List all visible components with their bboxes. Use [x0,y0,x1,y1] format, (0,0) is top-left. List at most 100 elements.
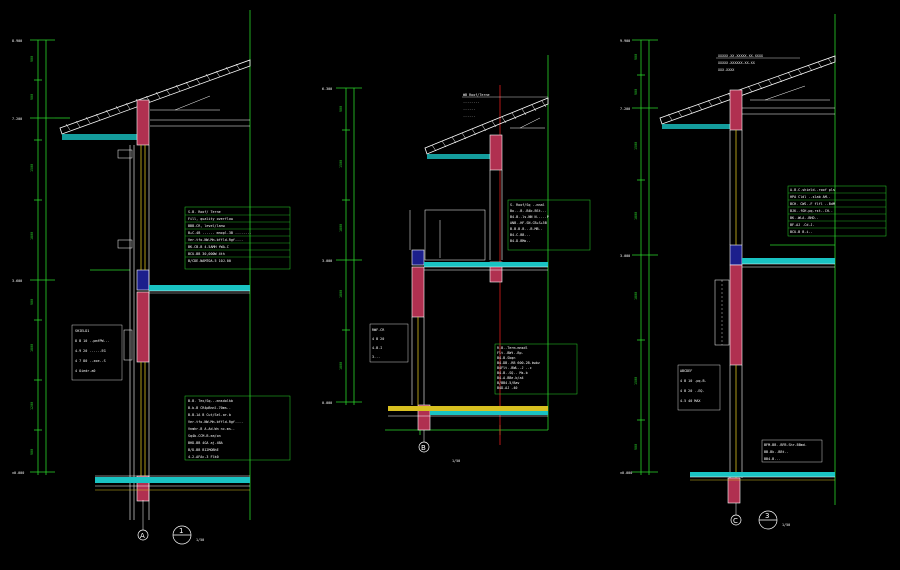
note-line: XXX.XXXX [718,68,735,72]
note-line: BBB-CR, level/lanw [188,224,226,228]
elevation-label: 0.000 [322,401,332,405]
dimension-values-1: 900 900 1500 1800 900 1800 1200 900 [30,56,34,455]
note-line: B4-B.Sbqn [497,356,515,360]
dimension-chain-3 [632,14,836,505]
note-line: B4Flt..BWL..J ..c [497,366,532,370]
note-line: BF-AJ .Cd.J. [790,223,815,227]
note-line: BJK..fGH-pq-rst-.CH.. [790,209,833,213]
detail-tag-label: 3 [765,512,769,520]
scale-label: 1/50 [452,459,460,463]
note-line: Ver-tfo-NW-Mn-bffld-Rgf-... [188,238,243,242]
detail-tag-label: 1 [179,527,183,535]
note-line: BCH. CWS..F flfl ..BdM [790,202,835,206]
svg-text:1500: 1500 [30,164,34,172]
note-line: B4-A.BBe.b/a4 [497,376,524,380]
note-line: RWF-CR [372,328,385,332]
note-line: S.B. Roof/ Terne [188,210,221,214]
grid-bubble-label: A [140,532,145,540]
roof-slab-1 [59,59,251,140]
note-line: ANB..HF-SN-CB+S+5B [510,221,547,225]
note-block-3d: BFM-BB..BFB-Shr-BBmd. BB.Bk..BBt.. BB4-B… [761,439,823,463]
svg-text:900: 900 [634,444,638,450]
note-line: B/BB4.5/Bav [497,381,519,385]
note-line: BB4-B... [764,457,780,461]
elevation-label: 7.200 [12,117,22,121]
note-line: B-B-1A B Cut/Sel.ar.b [188,413,231,417]
note-line: BCU-BB 30,000W 4th [188,252,225,256]
note-line: 4.B.I [372,346,382,350]
svg-text:1800: 1800 [30,344,34,352]
svg-text:900: 900 [634,54,638,60]
note-line: BK..WLA..BHD.. [790,216,819,220]
note-block-1a: S.B. Roof/ Terne Fill, quality overflow … [184,206,291,270]
note-line: B/CDE-NAMTOA-5 10J.00 [188,259,231,263]
elevation-marks-1: 8.900 7.200 3.600 ±0.000 [12,39,24,475]
note-line: B+C-4B ...... mnopl-3B ........ [188,231,251,235]
elevation-label: 3.000 [620,254,630,258]
note-block-3b: A.B.C.shield..roof pls HPA Cldl ..slab A… [787,185,887,237]
note-line: XXXXX.XXXXXX.XX.XX [718,61,756,65]
exterior-wall-3 [714,89,743,504]
note-line: HPA Cldl ..slab AM.. [790,195,831,199]
note-line: BFM-BB..BFB-Shr-BBmd. [764,443,807,447]
exterior-wall-2 [409,134,503,431]
elevation-marks-2: 6.300 3.000 0.000 [322,87,332,405]
note-line: B/D-BB B12MOBhE [188,448,219,452]
elevation-label: ±0.000 [12,471,24,475]
svg-text:900: 900 [30,299,34,305]
floor-slab-3 [690,258,835,481]
note-line: B.B. Tex/Sq...mnsdolkb [188,399,233,403]
note-line: B4D-AJ -40 [497,386,517,390]
note-line: BK-CB-B 4.5AMH fWA-C [188,245,229,249]
note-line: 4 7 80 ..zoe..S [75,359,106,363]
svg-text:1800: 1800 [339,224,343,232]
note-line: Vnmhr-B A.Ad.Wn nc.ms.. [188,427,235,431]
note-line: S. Roof/Sq ..mnal [510,203,545,207]
note-line: B4-B..SQ.. Ms.b [497,371,528,375]
note-line: 4 B 10 .pq.B. [680,379,707,383]
note-line: ...... [463,114,475,118]
svg-text:1800: 1800 [634,212,638,220]
wall-section-1: 900 900 1500 1800 900 1800 1200 900 8.90… [12,10,291,545]
note-block-3c: ABCDEF 4 B 10 .pq.B. 4 B 20 ..EQ. 4.5 40… [677,364,721,411]
svg-text:1500: 1500 [634,142,638,150]
floor-slab-2 [388,262,548,417]
svg-text:1800: 1800 [634,292,638,300]
elevation-label: 6.300 [322,87,332,91]
wall-section-2: 900 1500 1800 1800 1800 6.300 3.000 0.00… [322,55,591,463]
note-block-1c: B.B. Tex/Sq...mnsdolkb B-b-B CR4pBnnl-70… [184,395,291,461]
note-block-2d: R.B..Term.mnsdl Flt..BWt..Bp. B4-B.Sbqn … [494,343,578,395]
roof-slab-2 [424,97,549,159]
dimension-values-3: 900 900 1500 1800 1800 1500 900 [634,54,638,450]
note-line: B.B.B.B...B-MB.. [510,227,543,231]
svg-text:900: 900 [30,94,34,100]
note-block-1b: SHIELD1 8 B 10 ..pmfPW... 4.9 20 ......E… [71,324,123,381]
note-line: BCU-B B.i.. [790,230,812,234]
elevation-label: 7.200 [620,107,630,111]
svg-text:900: 900 [30,56,34,62]
svg-text:1800: 1800 [30,232,34,240]
note-line: 8 B 10 ..pmfPW... [75,339,110,343]
svg-text:900: 900 [30,449,34,455]
elevation-label: 3.000 [322,259,332,263]
note-line: WB Roof/Terne [463,93,490,97]
elevation-label: 8.900 [12,39,22,43]
roof-slab-3 [659,55,836,129]
grid-bubble-label: C [733,517,738,525]
note-line: B4.B..ls-NN N.....P [510,215,549,219]
note-line: 4 B 20 [372,337,384,341]
note-line: Flt..BWt..Bp. [497,351,524,355]
elevation-label: ±0.000 [620,471,632,475]
scale-label: 1/50 [196,538,204,542]
note-line: 4.9 20 ......EG [75,349,106,353]
note-line: Fill, quality overflow [188,217,234,221]
note-line: ABCDEF [680,369,692,373]
wall-section-3: 900 900 1500 1800 1800 1500 900 9.900 7.… [620,14,887,530]
svg-text:900: 900 [634,89,638,95]
svg-text:1500: 1500 [339,160,343,168]
svg-text:1800: 1800 [339,362,343,370]
note-line: ...... [463,107,475,111]
note-line: B-b-B CR4pBnnl-70ms.. [188,406,231,410]
